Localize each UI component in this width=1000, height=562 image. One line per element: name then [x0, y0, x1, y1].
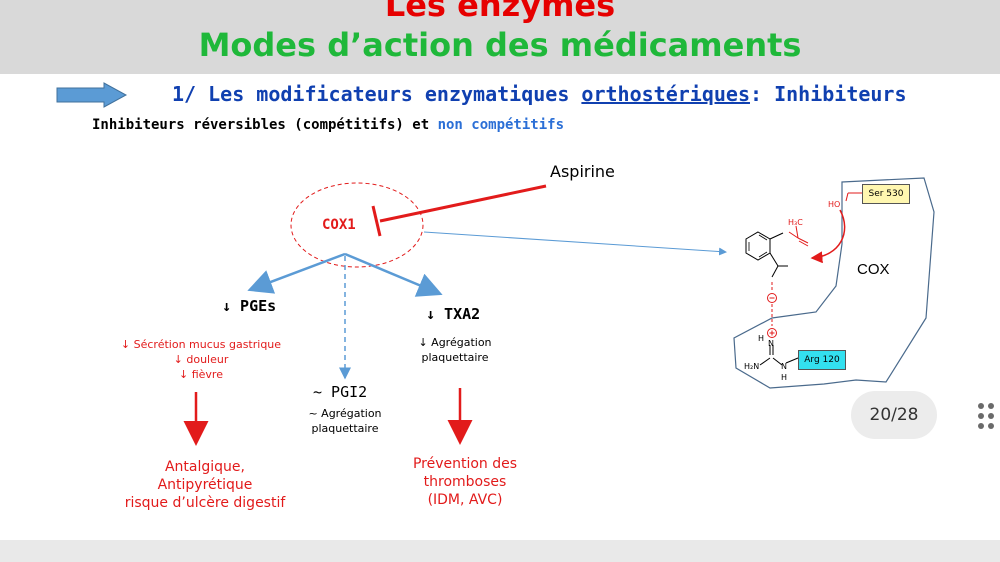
- arrow-to-txa2: [344, 252, 443, 297]
- n-label-1: N: [768, 339, 774, 348]
- subtitle-black: Inhibiteurs réversibles (compétitifs) et: [92, 117, 438, 133]
- aspirine-label: Aspirine: [550, 162, 615, 181]
- outcome-left-line1: Antalgique,: [164, 459, 245, 475]
- inhibition-line: [379, 184, 547, 223]
- cox-pocket-label: COX: [857, 261, 890, 278]
- arrow-to-pges: [247, 252, 346, 294]
- pgi2-effect-line1: ~ Agrégation: [308, 407, 382, 420]
- pgi2-label: ~ PGI2: [313, 383, 368, 401]
- ser530-box: Ser 530: [862, 184, 910, 204]
- subtitle-blue: non compétitifs: [437, 117, 565, 133]
- title-band: [0, 0, 1000, 74]
- grid-dots-icon[interactable]: [962, 394, 1000, 438]
- pathway-diagram: [183, 177, 935, 446]
- outcome-right-line1: Prévention des: [412, 456, 518, 472]
- slide: Les enzymes Modes d’action des médicamen…: [0, 0, 1000, 540]
- section-subtitle: Inhibiteurs réversibles (compétitifs) et…: [92, 117, 564, 133]
- cox1-label: COX1: [322, 217, 356, 233]
- slide-subtitle: Modes d’action des médicaments: [198, 26, 802, 64]
- page-indicator-button[interactable]: 20/28: [851, 391, 937, 439]
- pges-label: ↓ PGEs: [222, 297, 277, 315]
- outcome-left-line2: Antipyrétique: [157, 477, 253, 493]
- txa2-effect-line1: ↓ Agrégation: [418, 336, 492, 349]
- ho-label: HO: [828, 200, 841, 209]
- outcome-right: Prévention des thromboses (IDM, AVC): [390, 455, 540, 509]
- h-label-1: H: [758, 334, 765, 343]
- arrow-to-cox-pocket: [423, 231, 727, 256]
- nucleophilic-arrow: [810, 209, 846, 264]
- n-label-2: N: [781, 362, 787, 371]
- section-prefix: 1/ Les modificateurs enzymatiques: [172, 82, 582, 106]
- right-arrow-icon: [56, 82, 128, 108]
- outcome-left: Antalgique, Antipyrétique risque d’ulcèr…: [100, 458, 310, 512]
- pges-effect-fievre: ↓ fièvre: [179, 368, 223, 381]
- txa2-effect-line2: plaquettaire: [421, 351, 489, 364]
- inhibition-bar: [371, 205, 382, 237]
- pges-effect-douleur: ↓ douleur: [173, 353, 229, 366]
- cox-pocket-outline: [733, 177, 935, 389]
- h3c-label: H₃C: [788, 218, 803, 227]
- outcome-right-line2: thromboses: [423, 474, 507, 490]
- h2n-label: H₂N: [744, 362, 760, 371]
- pges-effects: ↓ Sécrétion mucus gastrique ↓ douleur ↓ …: [116, 337, 286, 382]
- txa2-label: ↓ TXA2: [426, 305, 481, 323]
- cox1-ellipse: [290, 182, 424, 268]
- outcome-right-line3: (IDM, AVC): [427, 492, 503, 508]
- arg120-box: Arg 120: [798, 350, 846, 370]
- pgi2-effect-line2: plaquettaire: [311, 422, 379, 435]
- pgi2-effects: ~ Agrégation plaquettaire: [290, 406, 400, 436]
- pges-effect-mucus: ↓ Sécrétion mucus gastrique: [120, 338, 282, 351]
- txa2-effects: ↓ Agrégation plaquettaire: [400, 335, 510, 365]
- section-suffix: : Inhibiteurs: [749, 82, 907, 106]
- outcome-left-line3: risque d’ulcère digestif: [124, 495, 286, 511]
- h-label-2: H: [781, 373, 788, 382]
- section-heading: 1/ Les modificateurs enzymatiques orthos…: [172, 82, 907, 106]
- slide-title: Les enzymes: [384, 0, 616, 24]
- section-underlined: orthostériques: [581, 82, 750, 106]
